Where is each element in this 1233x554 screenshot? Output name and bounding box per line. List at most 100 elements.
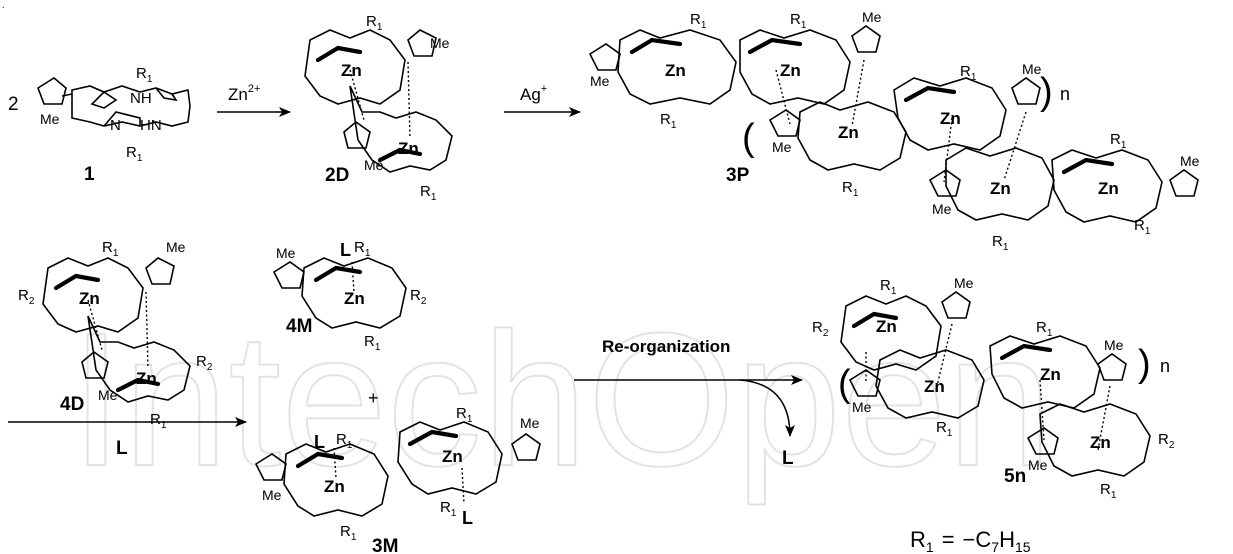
substituent-r1: R1 <box>992 233 1009 253</box>
atom-nh: NH <box>130 90 152 107</box>
atom-zn-left: Zn <box>324 477 345 496</box>
substituent-r1: R1 <box>790 11 807 31</box>
substituent-r1: R1 <box>440 499 457 519</box>
compound-3M-dimer-monomers: L L Zn Zn Me Me R1 R1 R1 R1 <box>254 405 541 543</box>
label-compound-3P: 3P <box>726 165 750 186</box>
substituent-r1-bottom: R1 <box>150 411 167 431</box>
label-compound-3M: 3M <box>372 536 398 554</box>
label-compound-5n: 5n <box>1004 466 1026 487</box>
substituent-r1: R1 <box>960 63 977 83</box>
atom-me-4: Me <box>1028 457 1048 473</box>
label-compound-1: 1 <box>84 164 95 185</box>
bracket-open: ( <box>838 363 851 405</box>
substituent-r1: R1 <box>936 419 953 439</box>
atom-zn-1: Zn <box>665 61 686 80</box>
ligand-l: L <box>340 240 351 260</box>
atom-zn-1: Zn <box>876 317 897 336</box>
compound-3P-porphyrin-polymer: ( ) n Zn Zn Zn Zn Zn Zn Me Me Me Me Me M… <box>588 9 1200 253</box>
substituent-r1: R1 <box>1036 319 1053 339</box>
atom-me-upper: Me <box>430 35 450 51</box>
atom-me-upper: Me <box>166 239 186 255</box>
atom-n: N <box>110 117 121 134</box>
substituent-r1: R1 <box>880 277 897 297</box>
atom-zn-3: Zn <box>838 123 859 142</box>
substituent-r1: R1 <box>1110 131 1127 151</box>
released-ligand: L <box>782 448 794 469</box>
atom-zn-6: Zn <box>1098 179 1119 198</box>
atom-me-1: Me <box>954 275 974 291</box>
atom-zn-right: Zn <box>442 447 463 466</box>
atom-me-1: Me <box>590 73 610 89</box>
substituent-r1: R1 <box>456 405 473 425</box>
reorganization-label: Re-organization <box>602 337 730 356</box>
substituent-r1: R1 <box>340 523 357 543</box>
atom-me: Me <box>40 111 60 127</box>
atom-zn-2: Zn <box>780 61 801 80</box>
atom-me-3: Me <box>1104 337 1124 353</box>
atom-zn-2: Zn <box>924 377 945 396</box>
substituent-r1-top: R1 <box>366 13 383 33</box>
ligand-l-right: L <box>462 508 473 528</box>
label-compound-2D: 2D <box>325 165 349 186</box>
substituent-r1-bottom: R1 <box>364 333 381 353</box>
ligand-l-left: L <box>314 432 325 452</box>
atom-me-2: Me <box>852 399 872 415</box>
substituent-r1: R1 <box>842 179 859 199</box>
repeat-unit-n: n <box>1160 356 1170 376</box>
watermark-text: IntechOpen <box>70 294 1052 506</box>
substituent-r2-left: R2 <box>18 287 35 307</box>
r1-definition: R1=−C7H15 <box>910 527 1031 554</box>
substituent-r2: R2 <box>410 287 427 307</box>
atom-me-left: Me <box>262 487 282 503</box>
bracket-close: ) <box>1138 343 1151 385</box>
atom-zn-5: Zn <box>990 179 1011 198</box>
substituent-r1: R1 <box>336 431 353 451</box>
substituent-r2-right: R2 <box>196 353 213 373</box>
label-compound-4M: 4M <box>286 316 312 337</box>
substituent-r1-bottom: R1 <box>420 183 437 203</box>
atom-me-lower: Me <box>364 157 384 173</box>
atom-me-lower: Me <box>98 387 118 403</box>
atom-me-2: Me <box>862 9 882 25</box>
substituent-r1: R1 <box>1134 217 1151 237</box>
substituent-r1-bottom: R1 <box>126 144 143 164</box>
atom-me-3: Me <box>772 139 792 155</box>
compound-1-free-base-porphyrin: NH HN N Me R1 R1 <box>37 65 191 164</box>
atom-zn-upper: Zn <box>79 289 100 308</box>
substituent-r1-top: R1 <box>136 65 153 85</box>
atom-me-4: Me <box>1022 61 1042 77</box>
substituent-r1-top: R1 <box>102 239 119 259</box>
atom-zn: Zn <box>344 289 365 308</box>
atom-zn-3: Zn <box>1040 365 1061 384</box>
compound-4D-zinc-dimer: Zn Zn Me Me R2 R2 R1 R1 <box>18 239 213 431</box>
reagent-zn: Zn2+ <box>228 83 260 104</box>
compound-4M-monomer: L Zn Me R2 R1 R1 <box>272 239 427 353</box>
plus-sign: + <box>368 388 379 408</box>
atom-zn-upper: Zn <box>341 61 362 80</box>
atom-me: Me <box>276 245 296 261</box>
corner-mark: . <box>2 0 5 10</box>
bracket-open: ( <box>742 117 755 159</box>
substituent-r1: R1 <box>690 11 707 31</box>
substituent-r1: R1 <box>660 111 677 131</box>
atom-me-5: Me <box>932 201 952 217</box>
substituent-r2-left: R2 <box>812 319 829 339</box>
stoich-coefficient: 2 <box>8 94 19 115</box>
atom-zn-4: Zn <box>940 109 961 128</box>
arrow-ligand-release <box>739 379 795 437</box>
repeat-unit-n: n <box>1060 84 1070 104</box>
atom-me-6: Me <box>1180 153 1200 169</box>
substituent-r1: R1 <box>1100 481 1117 501</box>
compound-2D-zinc-dimer: Zn Zn Me Me R1 R1 <box>304 13 453 203</box>
atom-zn-lower: Zn <box>398 139 419 158</box>
label-compound-4D: 4D <box>60 394 84 415</box>
atom-hn: HN <box>140 117 162 134</box>
compound-5n-oligomer: ( ) n Zn Zn Zn Zn Me Me Me Me R2 R2 R1 R… <box>812 275 1175 501</box>
substituent-r2-right: R2 <box>1158 431 1175 451</box>
atom-zn-4: Zn <box>1090 433 1111 452</box>
substituent-r1-top: R1 <box>354 239 371 259</box>
bracket-close: ) <box>1040 71 1053 113</box>
atom-me-right: Me <box>520 415 540 431</box>
atom-zn-lower: Zn <box>136 369 157 388</box>
